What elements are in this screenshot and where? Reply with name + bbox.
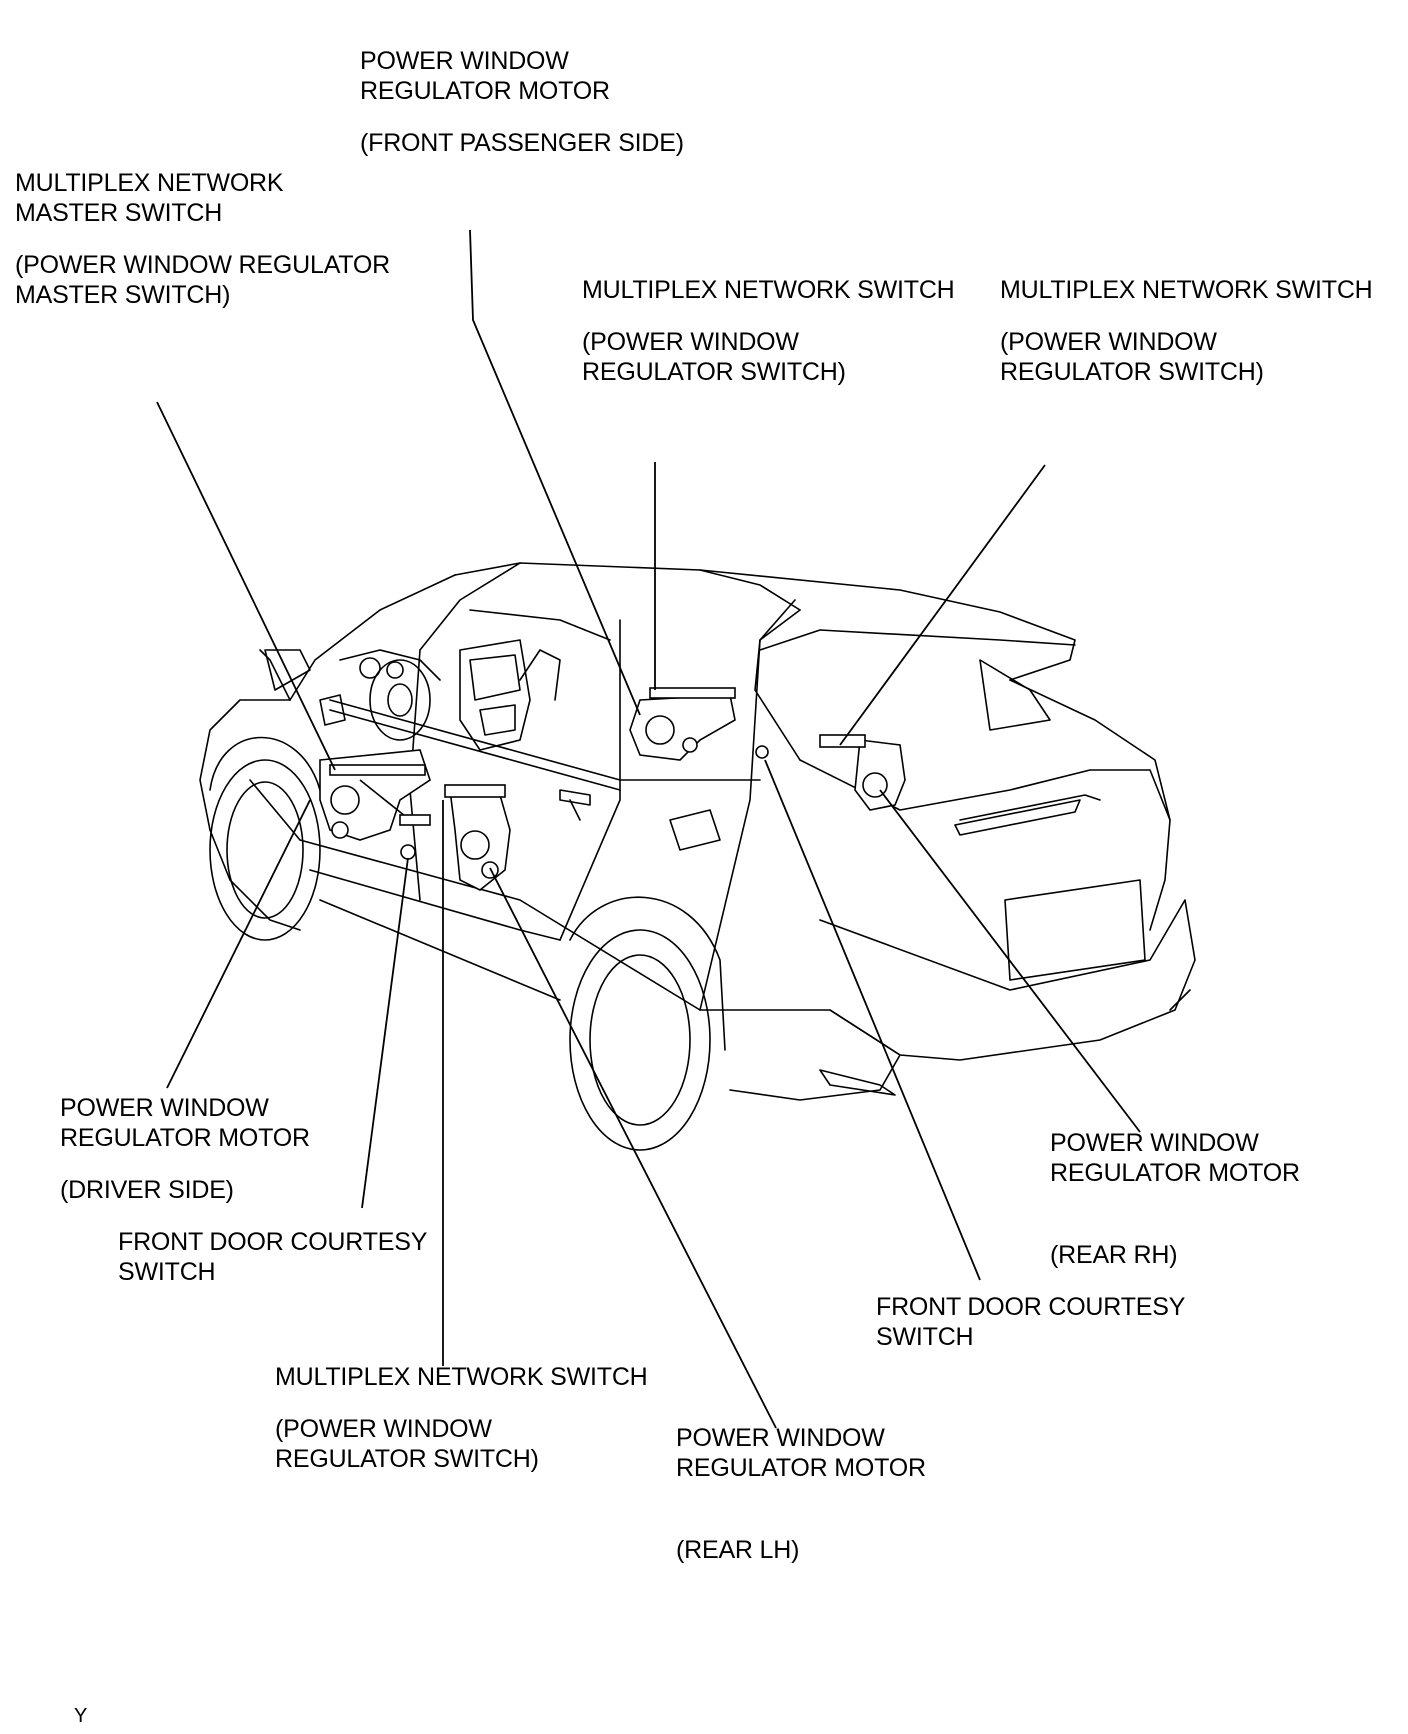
label-switch-front-passenger: MULTIPLEX NETWORK SWITCH (POWER WINDOW R… <box>582 275 955 387</box>
label-pwm-front-passenger: POWER WINDOW REGULATOR MOTOR (FRONT PASS… <box>360 46 684 158</box>
label-line: REGULATOR MOTOR <box>360 77 610 105</box>
label-line: REGULATOR MOTOR <box>60 1124 310 1152</box>
label-courtesy-left: FRONT DOOR COURTESY SWITCH <box>118 1227 427 1287</box>
label-pwm-rear-rh: POWER WINDOW REGULATOR MOTOR (REAR RH) <box>1050 1128 1300 1270</box>
label-line: POWER WINDOW <box>676 1424 885 1452</box>
label-line: REGULATOR SWITCH) <box>1000 358 1264 386</box>
label-line: (POWER WINDOW REGULATOR <box>15 251 391 279</box>
label-line: SWITCH <box>876 1323 974 1351</box>
leader-lines <box>156 229 1141 1429</box>
regulator-front-passenger <box>629 687 736 761</box>
label-line: MASTER SWITCH) <box>15 281 231 309</box>
regulator-rear-rh <box>819 734 906 811</box>
label-line: FRONT DOOR COURTESY <box>876 1293 1186 1321</box>
label-line: (FRONT PASSENGER SIDE) <box>360 129 684 157</box>
label-line: MASTER SWITCH <box>15 199 223 227</box>
label-line: POWER WINDOW <box>1050 1129 1259 1157</box>
label-line: FRONT DOOR COURTESY <box>118 1228 428 1256</box>
label-line: MULTIPLEX NETWORK SWITCH <box>1000 276 1373 304</box>
label-line: POWER WINDOW <box>360 47 569 75</box>
label-pwm-driver: POWER WINDOW REGULATOR MOTOR (DRIVER SID… <box>60 1093 310 1205</box>
label-line: POWER WINDOW <box>60 1094 269 1122</box>
label-line: REGULATOR SWITCH) <box>275 1445 539 1473</box>
label-line: MULTIPLEX NETWORK <box>15 169 284 197</box>
interior <box>319 639 561 751</box>
label-line: (REAR LH) <box>676 1536 800 1564</box>
label-line: (DRIVER SIDE) <box>60 1176 234 1204</box>
label-line: REGULATOR MOTOR <box>676 1454 926 1482</box>
label-line: REGULATOR MOTOR <box>1050 1159 1300 1187</box>
label-line: REGULATOR SWITCH) <box>582 358 846 386</box>
regulator-driver <box>319 749 431 841</box>
label-line: SWITCH <box>118 1258 216 1286</box>
label-courtesy-right: FRONT DOOR COURTESY SWITCH <box>876 1292 1185 1352</box>
courtesy-switches <box>400 745 769 860</box>
figure-code: Y <box>74 1705 88 1727</box>
label-master-switch: MULTIPLEX NETWORK MASTER SWITCH (POWER W… <box>15 168 390 310</box>
label-line: (REAR RH) <box>1050 1241 1178 1269</box>
label-line: (POWER WINDOW <box>582 328 799 356</box>
label-line: MULTIPLEX NETWORK SWITCH <box>275 1363 648 1391</box>
regulator-rear-lh <box>444 784 511 891</box>
label-line: MULTIPLEX NETWORK SWITCH <box>582 276 955 304</box>
label-line: (POWER WINDOW <box>1000 328 1217 356</box>
label-switch-rear-lh: MULTIPLEX NETWORK SWITCH (POWER WINDOW R… <box>275 1362 648 1474</box>
label-switch-rear-rh: MULTIPLEX NETWORK SWITCH (POWER WINDOW R… <box>1000 275 1373 387</box>
label-pwm-rear-lh: POWER WINDOW REGULATOR MOTOR (REAR LH) <box>676 1423 926 1565</box>
vehicle-body <box>199 562 1196 1151</box>
label-line: (POWER WINDOW <box>275 1415 492 1443</box>
